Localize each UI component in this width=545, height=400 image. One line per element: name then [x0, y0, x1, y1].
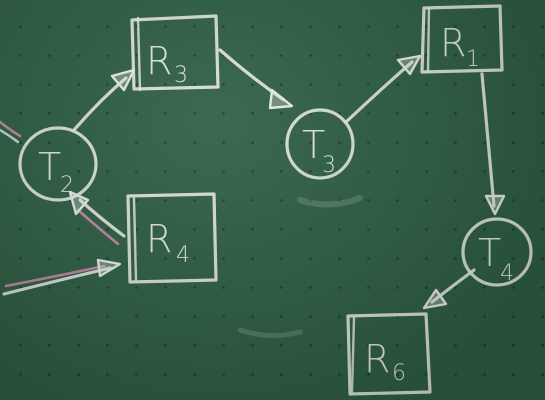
node-T3: T 3 [285, 108, 355, 180]
node-R1: R 1 [420, 4, 504, 74]
node-T2-letter: T [38, 145, 61, 189]
node-R4: R 4 [126, 192, 218, 284]
chalk-smudges [237, 195, 363, 338]
node-T4-letter: T [478, 231, 501, 275]
edge-R3-to-T3 [218, 48, 294, 110]
node-R4-index: 4 [176, 243, 190, 268]
edge-T4-to-R6 [422, 268, 476, 310]
node-R6-index: 6 [392, 361, 406, 386]
node-R6-letter: R [364, 337, 390, 381]
node-R6: R 6 [346, 312, 432, 396]
edge-offboard-to-T2 [0, 120, 22, 144]
node-T4: T 4 [461, 217, 533, 287]
node-R3-letter: R [146, 39, 172, 83]
node-R3-index: 3 [174, 63, 188, 88]
node-T2: T 2 [18, 126, 98, 202]
edge-R1-to-T4 [480, 72, 506, 216]
node-R4-letter: R [146, 217, 172, 261]
edge-T2-to-R3 [72, 68, 136, 132]
node-R3: R 3 [130, 14, 220, 92]
edge-R4-to-T2 [68, 190, 126, 246]
edge-T3-to-R1 [344, 54, 422, 124]
node-T4-index: 4 [500, 261, 514, 286]
node-T3-letter: T [302, 123, 325, 167]
node-R1-letter: R [440, 21, 466, 65]
node-T3-index: 3 [322, 153, 336, 178]
edge-offboard-to-R4 [2, 258, 122, 296]
node-R1-index: 1 [466, 47, 480, 72]
